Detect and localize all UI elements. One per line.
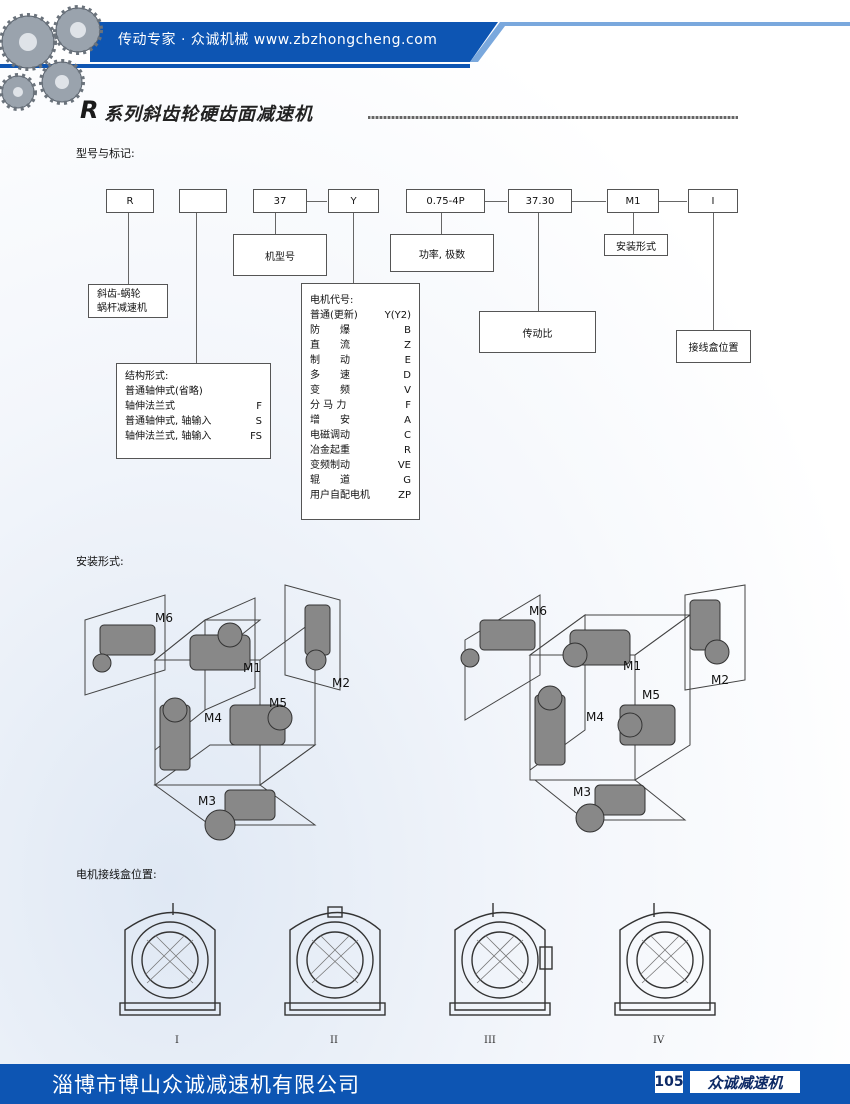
terminal-label-2: II bbox=[330, 1035, 338, 1046]
mount-label-m1-right: M1 bbox=[623, 659, 641, 673]
mount-label-m4-right: M4 bbox=[586, 710, 604, 724]
header-band bbox=[0, 0, 850, 68]
mount-label-m3: M3 bbox=[198, 794, 216, 808]
mount-label-m6: M6 bbox=[155, 611, 173, 625]
dash-line bbox=[572, 201, 606, 202]
code-box-structure bbox=[179, 189, 227, 213]
desc-mount: 安装形式 bbox=[604, 234, 668, 256]
code-box-frame: 37 bbox=[253, 189, 307, 213]
connector-line bbox=[196, 213, 197, 363]
structure-row: 普通轴伸式(省略) bbox=[125, 386, 203, 397]
page-title: 系列斜齿轮硬齿面减速机 bbox=[104, 104, 313, 125]
dash-line bbox=[659, 201, 687, 202]
desc-type: 斜齿-蜗轮 蜗杆减速机 bbox=[88, 284, 168, 318]
motor-title: 电机代号: bbox=[310, 295, 354, 306]
terminal-diagrams bbox=[119, 903, 716, 1016]
terminal-label-3: III bbox=[484, 1035, 496, 1046]
code-box-terminal: I bbox=[688, 189, 738, 213]
terminal-label-1: I bbox=[175, 1035, 179, 1046]
mount-label-m3-right: M3 bbox=[573, 785, 591, 799]
code-box-mount: M1 bbox=[607, 189, 659, 213]
desc-frame: 机型号 bbox=[233, 234, 327, 276]
desc-terminal: 接线盒位置 bbox=[676, 330, 751, 363]
gear-cluster-icon bbox=[0, 5, 103, 111]
mount-label-m1: M1 bbox=[243, 661, 261, 675]
page-number: 105 bbox=[654, 1071, 684, 1093]
mount-label-m5: M5 bbox=[269, 696, 287, 710]
code-box-power: 0.75-4P bbox=[406, 189, 485, 213]
dash-line bbox=[307, 201, 327, 202]
structure-title: 结构形式: bbox=[125, 371, 169, 382]
footer-company: 淄博市博山众诚减速机有限公司 bbox=[52, 1073, 360, 1097]
motor-row: 普通(更新)Y(Y2) bbox=[310, 310, 411, 321]
dash-line bbox=[485, 201, 507, 202]
code-box-type: R bbox=[106, 189, 154, 213]
connector-line bbox=[441, 213, 442, 234]
code-box-motor: Y bbox=[328, 189, 379, 213]
desc-type-line: 蜗杆减速机 bbox=[97, 303, 147, 314]
desc-ratio: 传动比 bbox=[479, 311, 596, 353]
terminal-label-4: IV bbox=[653, 1035, 665, 1046]
mounting-diagram-left bbox=[84, 584, 341, 841]
mount-label-m6-right: M6 bbox=[529, 604, 547, 618]
header-tagline: 传动专家 · 众诚机械 www.zbzhongcheng.com bbox=[118, 32, 438, 48]
mount-section-label: 安装形式: bbox=[76, 555, 124, 568]
code-box-ratio: 37.30 bbox=[508, 189, 572, 213]
mount-label-m2: M2 bbox=[332, 676, 350, 690]
mount-label-m5-right: M5 bbox=[642, 688, 660, 702]
mounting-diagram-right bbox=[460, 584, 746, 833]
connector-line bbox=[275, 213, 276, 234]
desc-type-line: 斜齿-蜗轮 bbox=[97, 289, 141, 300]
terminal-section-label: 电机接线盒位置: bbox=[76, 868, 157, 881]
connector-line bbox=[633, 213, 634, 234]
connector-line bbox=[538, 213, 539, 311]
connector-line bbox=[128, 213, 129, 284]
desc-power: 功率, 极数 bbox=[390, 234, 494, 272]
title-letter: R bbox=[80, 96, 99, 124]
model-section-label: 型号与标记: bbox=[76, 147, 135, 160]
connector-line bbox=[353, 213, 354, 283]
mount-label-m4: M4 bbox=[204, 711, 222, 725]
connector-line bbox=[713, 213, 714, 330]
footer-brand: 众诚减速机 bbox=[690, 1071, 800, 1093]
mount-label-m2-right: M2 bbox=[711, 673, 729, 687]
title-rule bbox=[368, 116, 738, 119]
